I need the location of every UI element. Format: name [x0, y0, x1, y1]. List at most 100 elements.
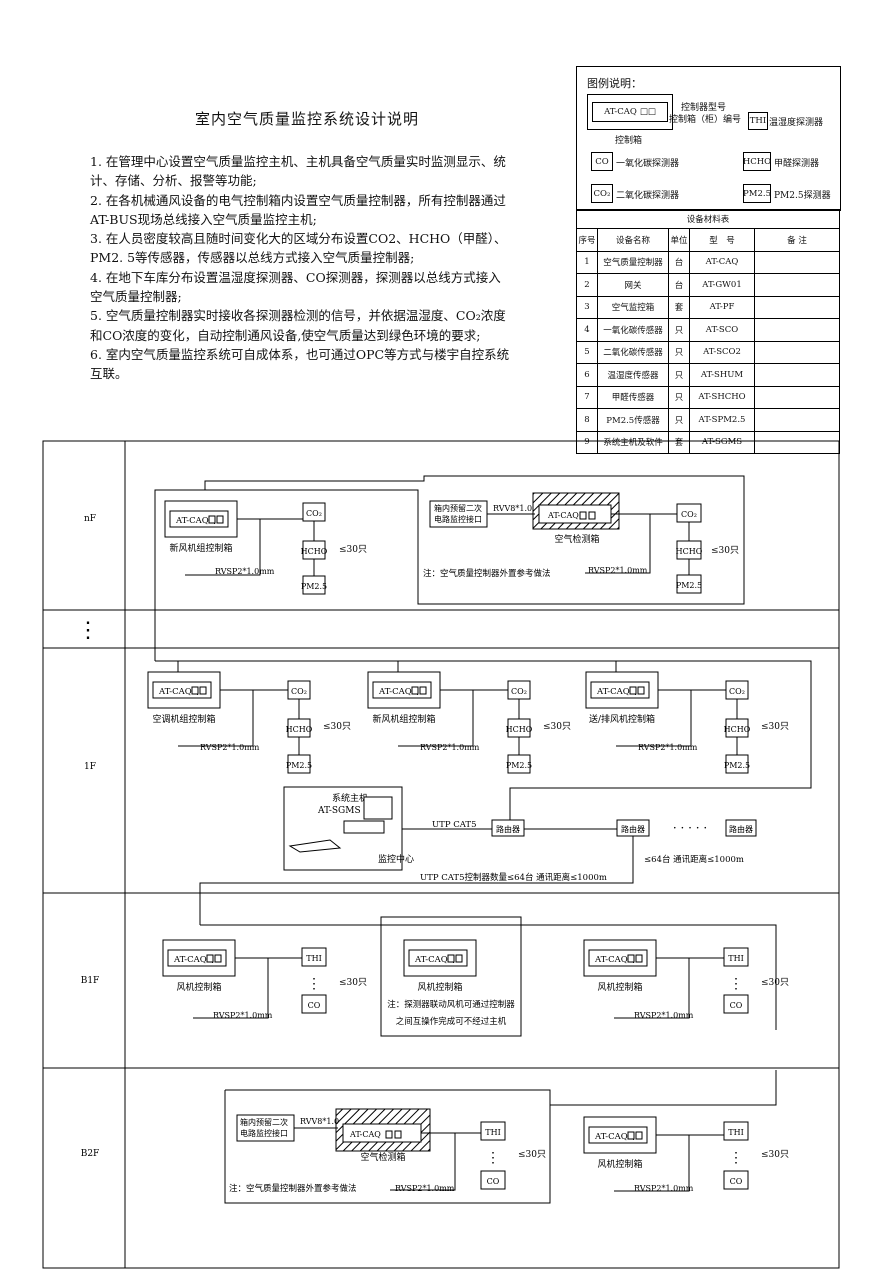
col-header: 备 注	[754, 228, 840, 252]
sensor-dots: ⋮	[729, 1150, 743, 1166]
floor-label-b1f: B1F	[81, 976, 100, 986]
led-icon	[208, 515, 216, 524]
controller-label: AT-CAQ	[158, 687, 192, 697]
b1f-note: 之间互操作完成可不经过主机	[396, 1016, 507, 1027]
led-icon	[394, 1130, 402, 1139]
controller-label: AT-CAQ	[547, 511, 579, 520]
rvsp-label: RVSP2*1.0mm	[213, 1011, 273, 1020]
design-notes: 1. 在管理中心设置空气质量监控主机、主机具备空气质量实时监测显示、统计、存储、…	[90, 152, 510, 384]
co-sensor-label: CO	[308, 1001, 321, 1010]
rvsp-label: RVSP2*1.0mm	[638, 743, 698, 752]
pm25-sensor	[507, 754, 531, 774]
hcho-label: 甲醛探测器	[774, 159, 820, 169]
note-item: 4. 在地下车库分布设置温湿度探测器、CO探测器，探测器以总线方式接入空气质量控…	[90, 269, 501, 305]
controller-label: AT-CAQ	[594, 955, 628, 965]
sensor-count-label: ≤30只	[761, 722, 789, 732]
pm25-label: PM2.5探测器	[774, 191, 831, 201]
b2f-bus-line	[550, 1070, 777, 1106]
rvsp-label: RVSP2*1.0mm	[395, 1184, 455, 1193]
f1-b1-link	[199, 836, 634, 925]
led-icon	[206, 954, 214, 963]
hcho-sensor-label: HCHO	[676, 547, 703, 556]
floor-label-dots: ⋮	[77, 618, 99, 643]
rvsp-label: RVSP2*1.0mm	[215, 567, 275, 576]
rvsp-line	[185, 519, 261, 576]
co-sensor-label: CO	[487, 1177, 500, 1186]
legend-box-caption: 控制箱	[615, 136, 643, 146]
floor-label-nf: nF	[84, 514, 96, 524]
floor-label-b2f: B2F	[81, 1149, 100, 1159]
sensor-count-label: ≤30只	[339, 978, 367, 988]
b1f-bus-line	[200, 924, 777, 1030]
sensor-dots: ⋮	[486, 1150, 500, 1166]
controller-label: AT-CAQ	[378, 687, 412, 697]
reserve-label: 箱内预留二次	[240, 1117, 288, 1127]
controller-box-caption: 风机控制箱	[176, 981, 221, 993]
hcho-sensor-label: HCHO	[506, 725, 533, 734]
co2-label: 二氧化碳探测器	[616, 191, 680, 201]
controller-box-caption: 风机控制箱	[597, 981, 642, 993]
keyboard-icon	[288, 839, 342, 853]
controller-box-caption: 空调机组控制箱	[152, 713, 215, 725]
thi-sensor	[723, 947, 749, 967]
controller-label: AT-CAQ	[173, 955, 207, 965]
f1-bus-line	[155, 660, 812, 822]
co-sensor-label: CO	[730, 1001, 743, 1010]
materials-caption: 设备材料表	[576, 209, 840, 229]
led-icon	[447, 954, 455, 963]
sensor-count-label: ≤30只	[543, 722, 571, 732]
pm25-sensor	[725, 754, 749, 774]
note-item: 3. 在人员密度较高且随时间变化大的区域分布设置CO2、HCHO（甲醛）、PM2…	[90, 231, 507, 266]
rvsp-line	[614, 958, 690, 1019]
rvsp-label: RVSP2*1.0mm	[200, 743, 260, 752]
led-icon	[588, 511, 596, 520]
rvsp-line	[585, 514, 651, 574]
co-symbol: CO	[591, 152, 613, 171]
note-item: 1. 在管理中心设置空气质量监控主机、主机具备空气质量实时监测显示、统计、存储、…	[90, 154, 506, 189]
sensor-count-label: ≤30只	[761, 1150, 789, 1160]
pc-icon	[343, 820, 385, 834]
legend-model-label: 控制器型号	[681, 103, 727, 113]
led-icon	[214, 954, 222, 963]
co2-sensor-label: CO₂	[306, 509, 322, 518]
b2f-external-box	[224, 1089, 551, 1204]
thi-sensor	[480, 1121, 506, 1141]
thi-label: 温湿度探测器	[769, 118, 824, 128]
co2-sensor-label: CO₂	[681, 510, 697, 519]
led-icon	[637, 686, 645, 695]
legend-box-label: 控制箱（柜）编号	[669, 115, 742, 125]
co-label: 一氧化碳探测器	[616, 159, 680, 169]
led-icon	[627, 1131, 635, 1140]
controller-label: AT-CAQ	[596, 687, 630, 697]
co2-sensor-label: CO₂	[291, 687, 307, 696]
rvsp-line	[193, 958, 269, 1019]
co2-sensor-label: CO₂	[729, 687, 745, 696]
pm25-sensor	[287, 754, 311, 774]
note-item: 6. 室内空气质量监控系统可自成体系，也可通过OPC等方式与楼宇自控系统互联。	[90, 346, 510, 382]
hcho-symbol: HCHO	[743, 152, 771, 171]
pm25-sensor-label: PM2.5	[676, 581, 702, 590]
floor-label-1f: 1F	[84, 762, 96, 772]
table-header-row: 序号 设备名称 单位 型 号 备 注	[576, 228, 840, 252]
co-sensor	[723, 1170, 749, 1190]
pm25-sensor	[302, 575, 326, 595]
rvsp-line	[178, 690, 254, 747]
router-label: 路由器	[621, 824, 645, 834]
sensor-count-label: ≤30只	[518, 1150, 546, 1160]
sensor-count-label: ≤30只	[339, 545, 367, 555]
co-sensor	[301, 994, 327, 1014]
pm25-sensor	[676, 574, 702, 594]
led-icon	[455, 954, 463, 963]
rvsp-label: RVSP2*1.0mm	[634, 1184, 694, 1193]
router-count-label: ≤64台 通讯距离≤1000m	[644, 854, 744, 865]
note-item: 2. 在各机械通风设备的电气控制箱内设置空气质量控制器，所有控制器通过AT-BU…	[90, 192, 506, 227]
controller-box-caption: 风机控制箱	[417, 981, 462, 993]
rvsp-label: RVSP2*1.0mm	[588, 566, 648, 575]
led-icon	[629, 686, 637, 695]
controller-box-caption: 风机控制箱	[597, 1158, 642, 1170]
router-box	[725, 819, 757, 837]
sensor-count-label: ≤30只	[711, 546, 739, 556]
note-item: 5. 空气质量控制器实时接收各探测器检测的信号，并依据温湿度、CO₂浓度和CO浓…	[90, 308, 506, 343]
hcho-sensor-label: HCHO	[301, 547, 328, 556]
